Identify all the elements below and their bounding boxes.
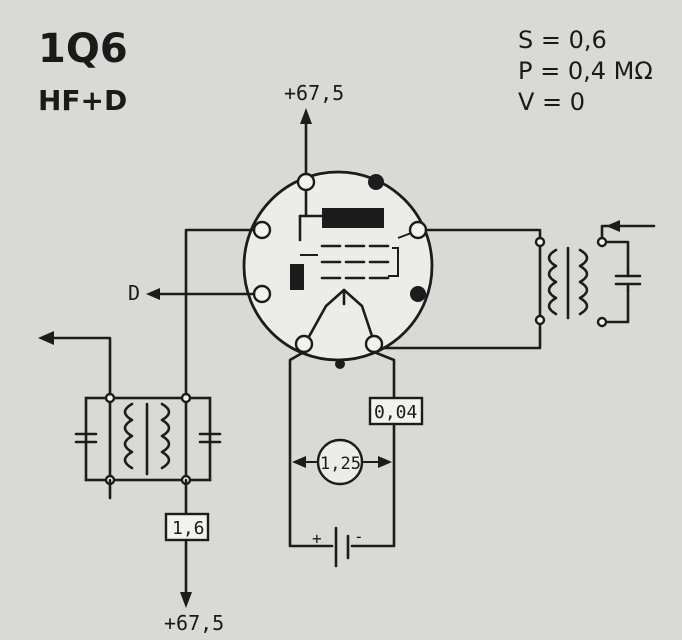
input-tuned-circuit (38, 331, 222, 500)
grid-wire (184, 228, 256, 400)
screen-wire (424, 228, 542, 244)
spec-s: S = 0,6 (518, 26, 607, 54)
spec-v: V = 0 (518, 88, 585, 116)
capacitor-right (198, 432, 222, 444)
heater-resistor-label: 1,25 (320, 454, 361, 474)
bottom-supply-label: +67,5 (164, 611, 224, 635)
pin-blank-right (410, 286, 426, 302)
battery-minus-label: - (354, 527, 364, 546)
grid-resistor (368, 396, 424, 426)
capacitor-left (74, 432, 98, 444)
grid-resistor-label: 0,04 (374, 402, 417, 423)
coil-right-secondary (578, 248, 589, 316)
pin-filament-right (364, 334, 384, 354)
pin-plate (296, 172, 316, 192)
supply-resistor-label: 1,6 (172, 518, 205, 539)
pin-grid (252, 220, 272, 240)
coil-right (160, 402, 171, 470)
filament-return-wire (380, 318, 542, 350)
diode-output-label: D (128, 281, 140, 305)
envelope-tip (335, 359, 345, 369)
supply-resistor (164, 512, 210, 542)
spec-p: P = 0,4 MΩ (518, 57, 653, 85)
coil-left (123, 402, 134, 470)
filament-circuit: 0,04 1,25 + - (288, 350, 424, 568)
pin-screen (408, 220, 428, 240)
battery-plus-label: + (312, 529, 322, 548)
tube-name: 1Q6 (38, 26, 128, 72)
tube-function: HF+D (38, 84, 127, 117)
output-tuned-circuit (534, 220, 656, 328)
tube-electrodes (290, 184, 415, 344)
control-grid (320, 244, 390, 280)
heater-resistor (316, 438, 364, 486)
bottom-supply-arrow (180, 538, 192, 608)
pin-filament-left (294, 334, 314, 354)
tube-envelope (242, 170, 434, 362)
plate-supply-arrow (300, 108, 312, 180)
diode-plate (290, 264, 304, 290)
diode-output-arrow (146, 288, 256, 300)
battery (334, 526, 350, 568)
plate-supply-label: +67,5 (284, 81, 344, 105)
coil-right-primary (547, 248, 558, 316)
pin-diode (252, 284, 272, 304)
pin-blank-top (368, 174, 384, 190)
